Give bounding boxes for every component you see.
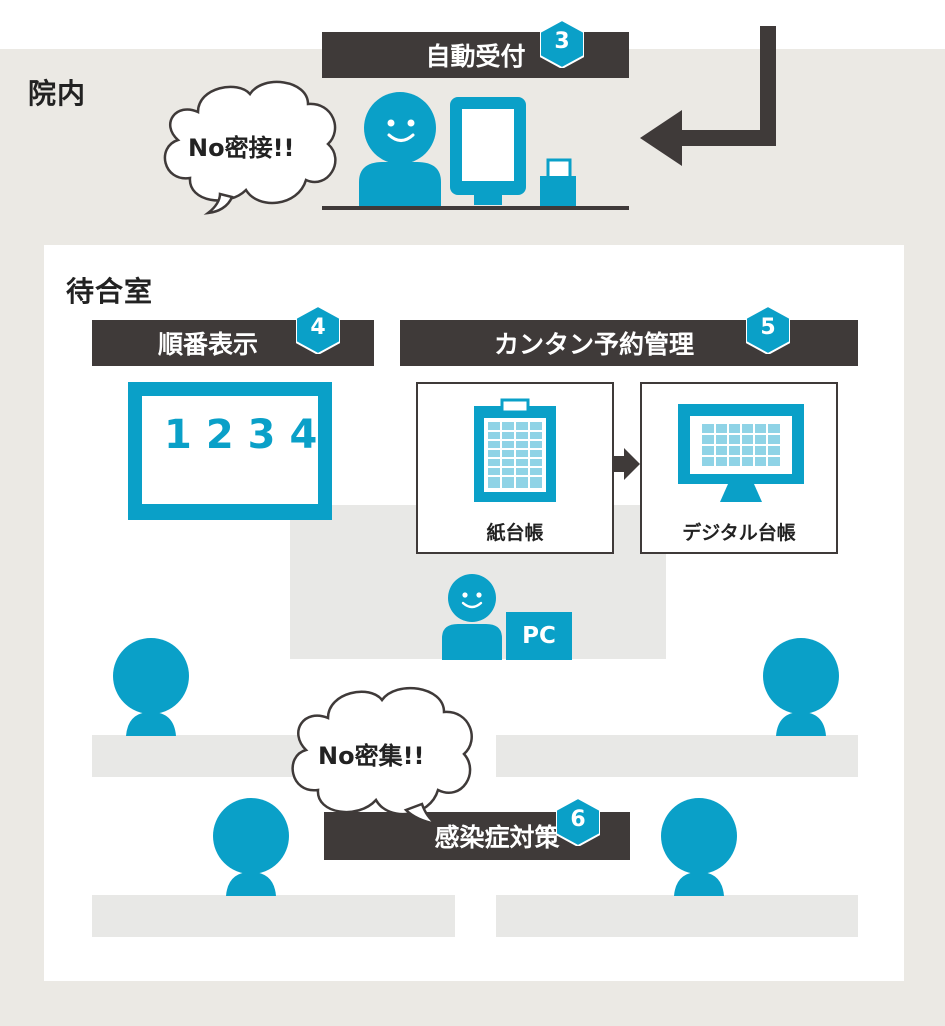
no-contact-text: No密接!! — [188, 134, 295, 162]
pc-terminal: PC — [506, 612, 572, 660]
patient-icon — [113, 638, 189, 736]
kiosk-terminal-icon — [450, 97, 526, 205]
arrow-right-icon — [614, 448, 640, 480]
patient-icon — [763, 638, 839, 736]
monitor-icon — [678, 404, 804, 502]
clipboard-icon — [474, 398, 556, 502]
speech-cloud-icon — [163, 80, 337, 215]
entry-arrow-icon — [640, 26, 776, 166]
digital-ledger-card: デジタル台帳 — [640, 382, 838, 554]
waiting-room-label: 待合室 — [66, 275, 154, 308]
number-badge-3: 3 — [540, 20, 584, 68]
auto-reception-title: 自動受付 — [425, 42, 526, 71]
paper-ledger-label: 紙台帳 — [486, 522, 544, 544]
bench-top-right — [496, 735, 858, 777]
reservation-title: カンタン予約管理 — [493, 330, 694, 359]
number-badge-3-label: 3 — [554, 29, 570, 54]
number-display-board: 1234 — [128, 382, 332, 520]
digital-ledger-label: デジタル台帳 — [682, 522, 796, 544]
order-display-title: 順番表示 — [157, 330, 258, 359]
speech-cloud-icon — [291, 686, 473, 826]
hospital-label: 院内 — [28, 77, 87, 110]
bench-bottom-left — [92, 895, 455, 937]
reception-desk — [322, 206, 629, 210]
patient-icon — [213, 798, 289, 896]
number-badge-6: 6 — [556, 798, 600, 846]
patient-icon — [661, 798, 737, 896]
staff-icon — [442, 574, 502, 660]
number-badge-4: 4 — [296, 306, 340, 354]
receptionist-icon — [359, 92, 441, 208]
paper-ledger-card: 紙台帳 — [416, 382, 614, 554]
infection-control-title: 感染症対策 — [434, 823, 560, 852]
number-badge-5: 5 — [746, 306, 790, 354]
no-crowd-text: No密集!! — [318, 742, 425, 770]
number-badge-6-label: 6 — [570, 807, 586, 832]
number-badge-5-label: 5 — [760, 315, 776, 340]
card-reader-icon — [540, 158, 576, 206]
display-numbers: 1234 — [164, 412, 332, 458]
pc-label: PC — [522, 623, 556, 649]
bench-bottom-right — [496, 895, 858, 937]
number-badge-4-label: 4 — [310, 315, 326, 340]
